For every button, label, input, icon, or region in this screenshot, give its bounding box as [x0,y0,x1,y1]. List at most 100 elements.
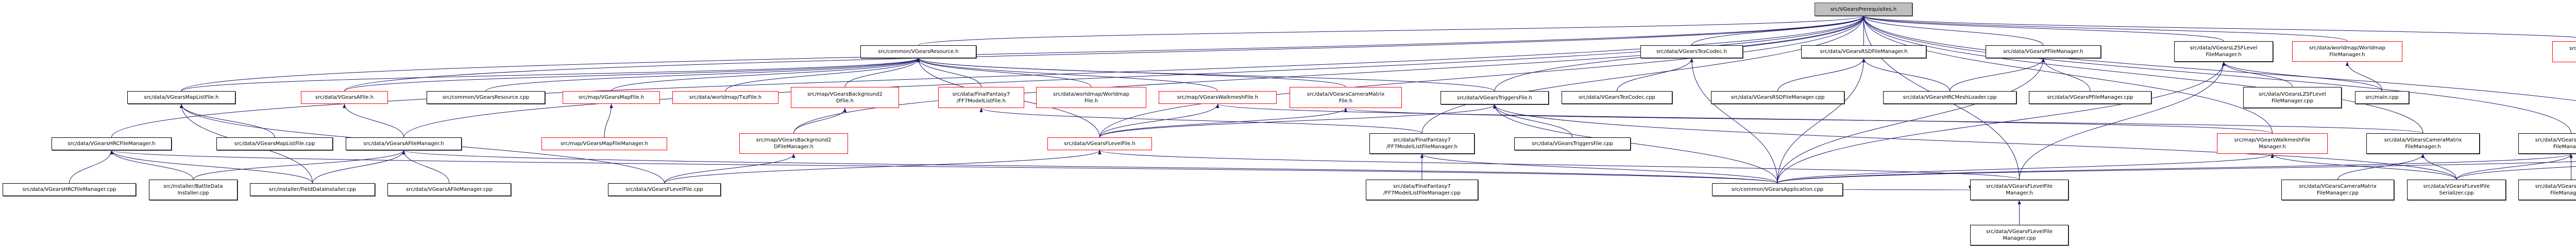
node-vgears-camera-matrix-file-h[interactable]: src/data/VGearsCameraMatrix File.h [1290,87,1402,108]
edge-flevel_h-to-walk_h [1099,103,1219,138]
node-vgears-resource-h[interactable]: src/common/VGearsResource.h [860,45,976,58]
node-worldmap-file-h[interactable]: src/data/worldmap/Worldmap File.h [1036,87,1146,108]
edge-bgfm_h-to-prereq [1861,15,2571,134]
edge-ff7mlfm_h-to-ff7ml_h [979,108,1422,134]
node-vgears-walkmesh-file-manager-h[interactable]: src/map/VGearsWalkmeshFile Manager.h [2217,133,2328,154]
node-battle-data-installer-cpp[interactable]: src/installer/BattleData Installer.cpp [149,180,238,200]
edge-hrcml_cpp-to-pfm_h [1950,58,2045,92]
node-ff7-model-list-file-manager-cpp[interactable]: src/data/FinalFantasy7 /FF7ModelListFile… [1366,180,1478,200]
edge-ff7mlfm_h-to-prereq [1421,15,1866,134]
edge-resource_cpp-to-resource_h [485,58,920,92]
node-vgears-flevel-file-h[interactable]: src/data/VGearsFLevelFile.h [1047,137,1152,150]
edge-trig_h-to-resource_h [917,58,1495,92]
edge-main_cpp-to-wmfm_h [2345,61,2382,92]
edge-app_cpp-to-rsdfm_h [1777,58,1866,184]
edge-mapfile_h-to-resource_h [611,58,920,92]
node-vgears-map-file-h[interactable]: src/map/VGearsMapFile.h [563,91,660,104]
node-ff7-model-list-file-manager-h[interactable]: src/data/FinalFantasy7 /FF7ModelListFile… [1369,133,1475,154]
edge-wmfm_h-to-prereq [1862,15,2348,42]
node-txz-file-manager-h[interactable]: src/data/worldmap/TxzFile Manager.h [2552,41,2576,62]
node-vgears-application-cpp[interactable]: src/common/VGearsApplication.cpp [1712,183,1843,196]
edge-bg2dfm_h-to-bg2d_h [793,108,847,134]
edge-app_cpp-to-afm_h [402,150,1778,184]
edge-txzfile_h-to-resource_h [725,58,920,92]
node-vgears-a-file-manager-cpp[interactable]: src/data/VGearsAFileManager.cpp [387,183,511,196]
edge-walkfm_h-to-walk_h [1216,103,2273,134]
edge-flser_cpp-to-palfm_h [2456,166,2576,180]
edge-field_cpp-to-afm_h [312,150,405,184]
node-worldmap-file-manager-h[interactable]: src/data/worldmap/Worldmap FileManager.h [2292,41,2402,62]
node-vgears-triggers-file-cpp[interactable]: src/data/VGearsTriggersFile.cpp [1514,137,1631,150]
edge-field_cpp-to-hrcfm_h [110,150,313,184]
node-vgears-background2d-file-manager-h[interactable]: src/map/VGearsBackground2 DFileManager.h [739,133,848,154]
node-vgears-a-file-h[interactable]: src/data/VGearsAFile.h [301,91,388,104]
edge-maplist_h-to-prereq [181,15,1865,92]
edge-app_cpp-to-bgfm_h [1777,153,2573,184]
edge-lzsfm_h-to-prereq [1862,15,2224,42]
node-vgears-rsd-file-manager-h[interactable]: src/data/VGearsRSDFileManager.h [1801,45,1926,58]
node-vgears-flevel-file-cpp[interactable]: src/data/VGearsFLevelFile.cpp [608,183,721,196]
edge-rsdfm_cpp-to-rsdfm_h [1777,58,1866,92]
node-vgears-map-list-file-h[interactable]: src/data/VGearsMapListFile.h [127,91,235,104]
node-vgears-a-file-manager-h[interactable]: src/data/VGearsAFileManager.h [346,137,462,150]
node-vgears-background-file-manager-cpp[interactable]: src/data/VGearsBackground FileManager.cp… [2518,180,2576,200]
edge-flfm_h-to-flevel_h [1098,150,2020,180]
node-vgears-flevel-file-serializer-cpp[interactable]: src/data/VGearsFLevelFile Serializer.cpp [2407,180,2506,200]
edge-hrcfm_h-to-prereq [111,15,1865,138]
edge-camfm_h-to-prereq [1861,15,2424,134]
edge-flevel_h-to-trig_h [1099,104,1497,138]
edge-txzfm_h-to-prereq [1862,15,2576,38]
edge-afm_cpp-to-afm_h [402,150,450,184]
node-ff7-model-list-file-h[interactable]: src/data/FinalFantasy7 /FF7ModelListFile… [938,87,1024,108]
edge-camfm_cpp-to-camfm_h [2337,153,2425,180]
edge-pfm_cpp-to-pfm_h [2041,58,2091,92]
node-vgears-map-file-manager-h[interactable]: src/map/VGearsMapFileManager.h [541,137,667,150]
edge-flevel_cpp-to-flevel_h [664,150,1101,184]
edge-maplist_cpp-to-maplist_h [179,103,275,138]
edge-main_cpp-to-lzsfm_h [2222,61,2382,92]
edge-hrcml_cpp-to-rsdfm_h [1862,58,1950,92]
node-vgears-flevel-file-manager-h[interactable]: src/data/VGearsFLevelFile Manager.h [1970,180,2069,200]
edge-flser_cpp-to-trig_h [1493,104,2457,180]
node-vgears-texcodec-h[interactable]: src/data/VGearsTexCodec.h [1640,45,1743,58]
node-vgears-lzs-flevel-file-manager-h[interactable]: src/data/VGearsLZSFLevel FileManager.h [2174,41,2273,62]
edge-camfm_h-to-cam_h [1344,108,2424,134]
node-vgears-camera-matrix-file-manager-h[interactable]: src/data/VGearsCameraMatrix FileManager.… [2366,133,2480,154]
edge-flser_cpp-to-walkfm_h [2270,153,2457,180]
node-field-data-installer-cpp[interactable]: src/installer/FieldDataInstaller.cpp [250,183,375,196]
edge-app_cpp-to-palfm_h [1777,161,2576,184]
edge-app_cpp-to-pfm_h [1777,58,2045,184]
node-vgears-flevel-file-manager-cpp[interactable]: src/data/VGearsFLevelFile Manager.cpp [1970,225,2069,245]
edge-app_cpp-to-hrcfm_h [110,150,1778,184]
edge-battle_cpp-to-hrcfm_h [110,150,194,180]
node-vgears-hrc-file-manager-h[interactable]: src/data/VGearsHRCFileManager.h [52,137,172,150]
node-vgears-texcodec-cpp[interactable]: src/data/VGearsTexCodec.cpp [1562,91,1672,104]
node-vgears-lzs-flevel-file-manager-cpp[interactable]: src/data/VGearsLZSFLevel FileManager.cpp [2243,87,2342,108]
node-vgears-background2d-file-h[interactable]: src/map/VGearsBackground2 DFile.h [791,87,899,108]
node-vgears-prerequisites-h[interactable]: src/VGearsPrerequisites.h [1815,3,1912,16]
edge-afm_h-to-prereq [403,15,1866,138]
node-vgears-p-file-manager-cpp[interactable]: src/data/VGearsPFileManager.cpp [2029,91,2151,104]
node-vgears-p-file-manager-h[interactable]: src/data/VGearsPFileManager.h [1986,45,2101,58]
node-vgears-walkmesh-file-h[interactable]: src/map/VGearsWalkmeshFile.h [1159,91,1277,104]
node-vgears-hrc-file-manager-cpp[interactable]: src/data/VGearsHRCFileManager.cpp [3,183,136,196]
node-vgears-camera-matrix-file-manager-cpp[interactable]: src/data/VGearsCameraMatrix FileManager.… [2281,180,2394,200]
node-vgears-resource-cpp[interactable]: src/common/VGearsResource.cpp [427,91,545,104]
edge-bg2dfm_h-to-prereq [793,15,1866,134]
edge-mapfm_h-to-mapfile_h [604,103,613,138]
node-txz-file-h[interactable]: src/data/worldmap/TxzFile.h [672,91,778,104]
node-vgears-triggers-file-h[interactable]: src/data/VGearsTriggersFile.h [1440,91,1549,104]
edge-hrcfm_cpp-to-hrcfm_h [69,150,113,184]
node-vgears-rsd-file-manager-cpp[interactable]: src/data/VGearsRSDFileManager.cpp [1711,91,1844,104]
edge-afile_h-to-prereq [344,15,1865,92]
edge-flser_cpp-to-camfm_h [2421,153,2457,180]
node-vgears-map-list-file-cpp[interactable]: src/data/VGearsMapListFile.cpp [216,137,333,150]
node-vgears-background-file-manager-h[interactable]: src/data/VGearsBackground FileManager.h [2518,133,2576,154]
node-vgears-hrc-mesh-loader-cpp[interactable]: src/data/VGearsHRCMeshLoader.cpp [1883,91,2016,104]
edge-app_cpp-to-texcodec_h [1690,58,1778,184]
node-main-cpp[interactable]: src/main.cpp [2355,91,2409,104]
edge-palfm_h-to-prereq [1861,15,2576,101]
edge-pfm_h-to-prereq [1861,15,2044,46]
edge-trig_cpp-to-trig_h [1493,104,1573,138]
